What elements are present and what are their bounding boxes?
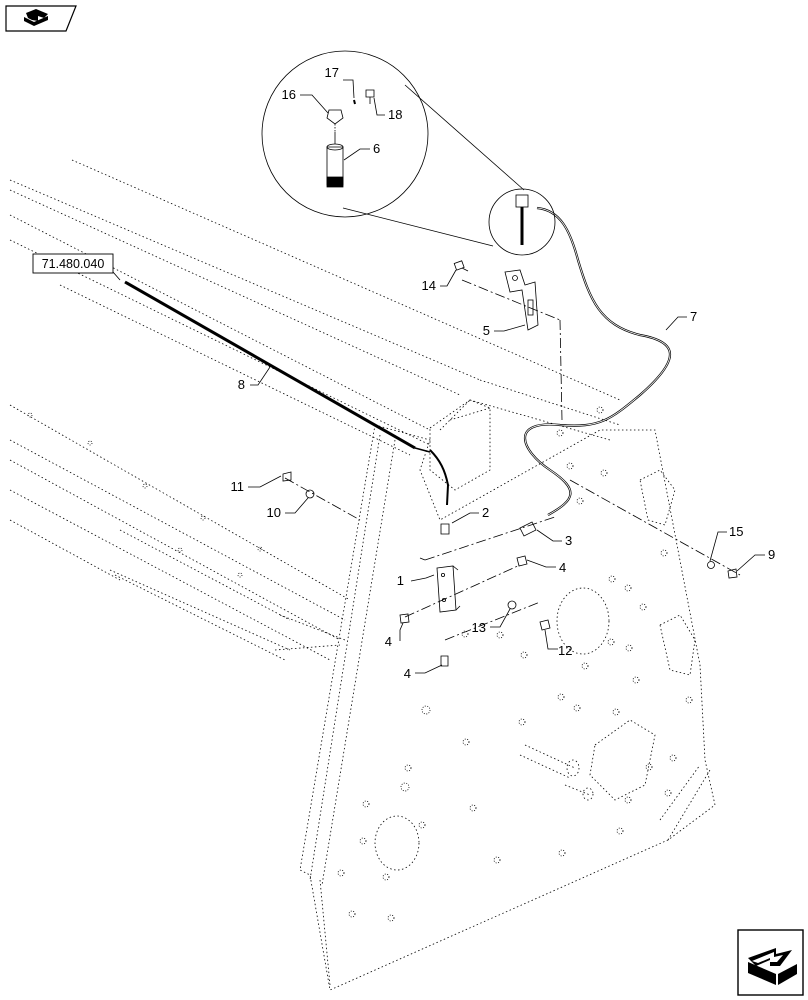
part-14-bolt (453, 260, 469, 272)
callout-11: 11 (231, 479, 245, 494)
callout-6: 6 (373, 141, 380, 156)
callout-7: 7 (690, 309, 697, 324)
callout-2: 2 (482, 505, 489, 520)
reference-label[interactable]: 71.480.040 (42, 257, 105, 271)
leader-lines (112, 79, 765, 674)
assembly-axes (284, 279, 741, 641)
callout-16: 16 (282, 87, 296, 102)
prev-page-icon[interactable] (5, 5, 77, 32)
callout-9: 9 (768, 547, 775, 562)
callout-18: 18 (388, 107, 402, 122)
part-5-bracket (504, 269, 539, 331)
beam-end (429, 379, 621, 491)
callout-1: 1 (397, 573, 404, 588)
next-page-icon[interactable] (737, 929, 804, 996)
magnified-detail-circle (261, 50, 525, 247)
side-plate (299, 424, 716, 991)
part-8-rod (124, 280, 431, 453)
callouts: 1 2 3 4 4 4 5 6 7 8 9 10 11 12 13 14 15 … (231, 65, 776, 681)
part-1-holder (436, 565, 461, 613)
callout-13: 13 (472, 620, 486, 635)
callout-5: 5 (483, 323, 490, 338)
callout-14: 14 (422, 278, 436, 293)
callout-12: 12 (558, 643, 572, 658)
callout-8: 8 (238, 377, 245, 392)
fittings (282, 471, 738, 667)
callout-15: 15 (729, 524, 743, 539)
part-7-hose (429, 206, 671, 516)
plate-holes (27, 406, 693, 922)
reference-link[interactable]: 71.480.040 (32, 253, 114, 274)
callout-4-right: 4 (559, 560, 566, 575)
callout-3: 3 (565, 533, 572, 548)
header-frame (9, 159, 621, 661)
callout-4-left: 4 (385, 634, 392, 649)
sensor-detail-circle (488, 188, 556, 256)
callout-4-bottom: 4 (404, 666, 411, 681)
callout-17: 17 (325, 65, 339, 80)
callout-10: 10 (267, 505, 281, 520)
